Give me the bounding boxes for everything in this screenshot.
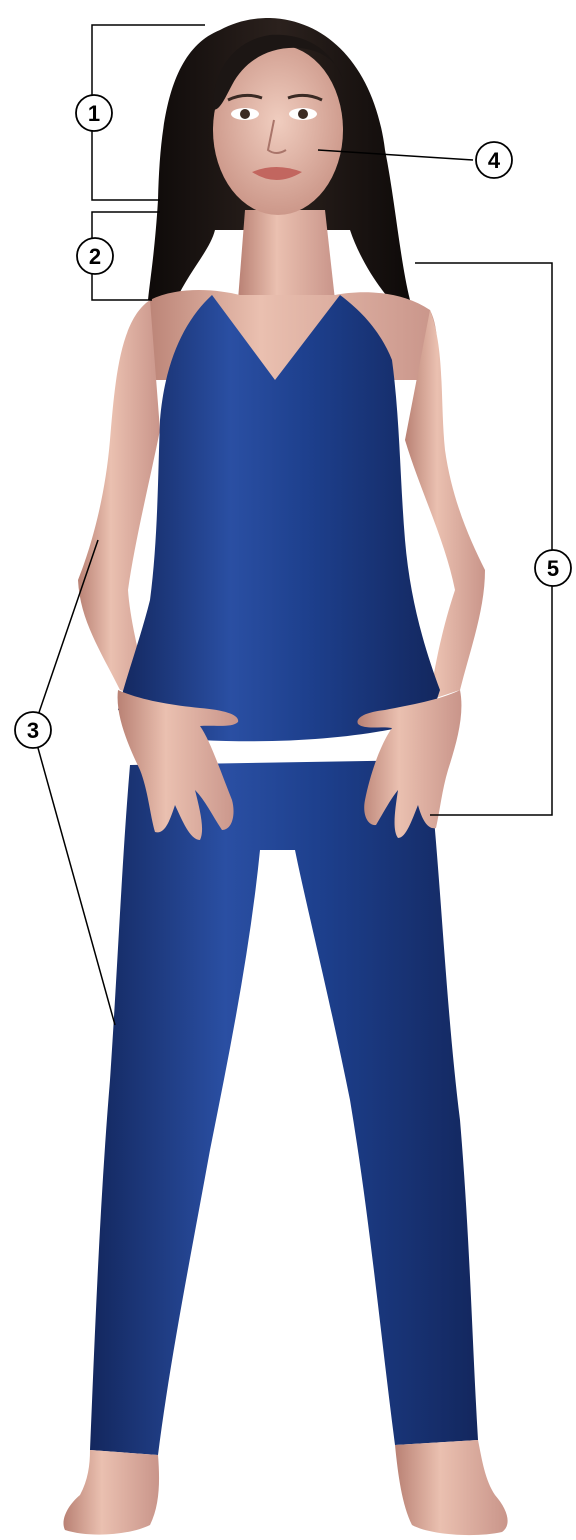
callout-1-label: 1	[88, 101, 100, 126]
right-foot	[395, 1440, 508, 1535]
pants	[90, 760, 478, 1455]
callout-2-label: 2	[89, 244, 101, 269]
callout-4-label: 4	[488, 148, 501, 173]
callout-1: 1	[76, 95, 112, 131]
callout-5: 5	[535, 550, 571, 586]
left-iris	[240, 109, 250, 119]
callout-3: 3	[15, 712, 51, 748]
callout-4: 4	[476, 142, 512, 178]
right-iris	[298, 109, 308, 119]
callout-2: 2	[77, 238, 113, 274]
neck	[238, 210, 335, 300]
left-foot	[63, 1450, 159, 1535]
leader-3-leg	[33, 730, 115, 1025]
callout-3-label: 3	[27, 718, 39, 743]
callout-5-label: 5	[547, 556, 559, 581]
leader-3-arm	[33, 540, 98, 730]
